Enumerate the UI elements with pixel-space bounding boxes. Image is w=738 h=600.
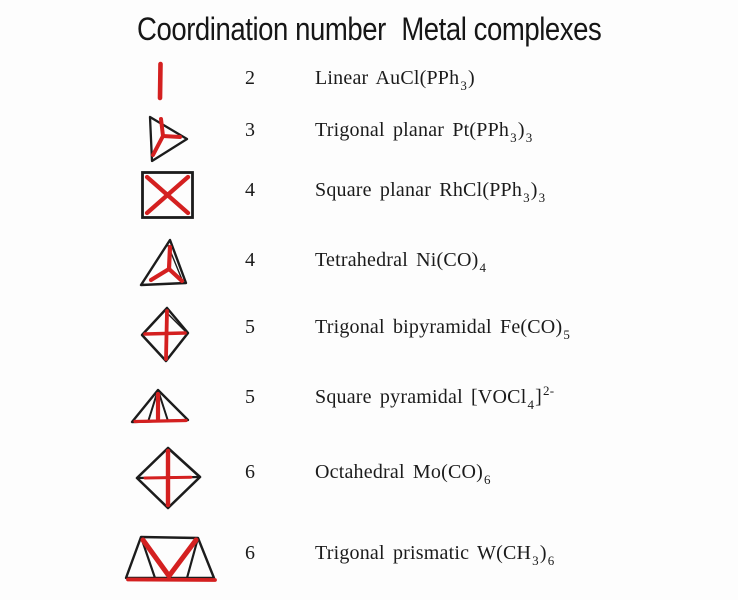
- formula-text: Tetrahedral Ni(CO): [315, 249, 479, 271]
- complex-label: Square pyramidal [VOCl4]2-: [315, 383, 555, 412]
- formula-subscript: 4: [527, 397, 535, 412]
- formula-text: ): [530, 179, 538, 201]
- formula-text: Square pyramidal [VOCl: [315, 386, 527, 408]
- complex-label: Tetrahedral Ni(CO)4: [315, 248, 487, 275]
- formula-subscript: 6: [547, 553, 555, 568]
- coordination-number: 3: [245, 119, 255, 141]
- coordination-number: 4: [245, 249, 255, 271]
- formula-subscript: 4: [479, 260, 487, 275]
- complex-label: Trigonal prismatic W(CH3)6: [315, 541, 555, 568]
- formula-text: ): [539, 542, 547, 564]
- formula-text: Trigonal bipyramidal Fe(CO): [315, 316, 563, 338]
- formula-subscript: 3: [523, 190, 530, 205]
- trigonal-planar-geometry-icon: [148, 115, 189, 163]
- formula-subscript: 3: [525, 130, 533, 145]
- coordination-number: 6: [245, 542, 255, 564]
- formula-text: ): [468, 67, 475, 89]
- trigonal-prismatic-geometry-icon: [124, 535, 217, 582]
- trigonal-bipyramidal-geometry-icon: [140, 306, 190, 363]
- complex-label: Linear AuCl(PPh3): [315, 66, 475, 93]
- formula-subscript: 3: [532, 553, 539, 568]
- title-coordination-number: Coordination number: [137, 11, 386, 47]
- coordination-number: 4: [245, 179, 255, 201]
- formula-text: ): [517, 119, 525, 141]
- coordination-number: 6: [245, 461, 255, 483]
- square-pyramidal-geometry-icon: [130, 388, 190, 424]
- formula-subscript: 3: [460, 78, 468, 93]
- complex-label: Square planar RhCl(PPh3)3: [315, 178, 546, 205]
- formula-text: ]: [535, 386, 543, 408]
- title-metal-complexes: Metal complexes: [401, 11, 602, 47]
- formula-text: Trigonal planar Pt(PPh: [315, 119, 510, 141]
- tetrahedral-geometry-icon: [139, 238, 188, 287]
- formula-text: Square planar RhCl(PPh: [315, 179, 523, 201]
- formula-subscript: 6: [484, 472, 491, 487]
- octahedral-geometry-icon: [135, 446, 202, 510]
- formula-text: Trigonal prismatic W(CH: [315, 542, 532, 564]
- formula-subscript: 3: [510, 130, 517, 145]
- coordination-number: 2: [245, 67, 255, 89]
- formula-text: Octahedral Mo(CO): [315, 461, 484, 483]
- coordination-number: 5: [245, 316, 255, 338]
- complex-label: Octahedral Mo(CO)6: [315, 460, 492, 487]
- square-planar-geometry-icon: [141, 171, 194, 219]
- coordination-number: 5: [245, 386, 255, 408]
- formula-subscript: 3: [538, 190, 546, 205]
- complex-label: Trigonal planar Pt(PPh3)3: [315, 118, 533, 145]
- formula-subscript: 5: [563, 327, 571, 342]
- formula-text: Linear AuCl(PPh: [315, 67, 460, 89]
- linear-geometry-icon: [157, 61, 163, 101]
- page-title: Coordination number Metal complexes: [137, 10, 602, 48]
- formula-supscript: 2-: [543, 383, 555, 398]
- complex-label: Trigonal bipyramidal Fe(CO)5: [315, 315, 571, 342]
